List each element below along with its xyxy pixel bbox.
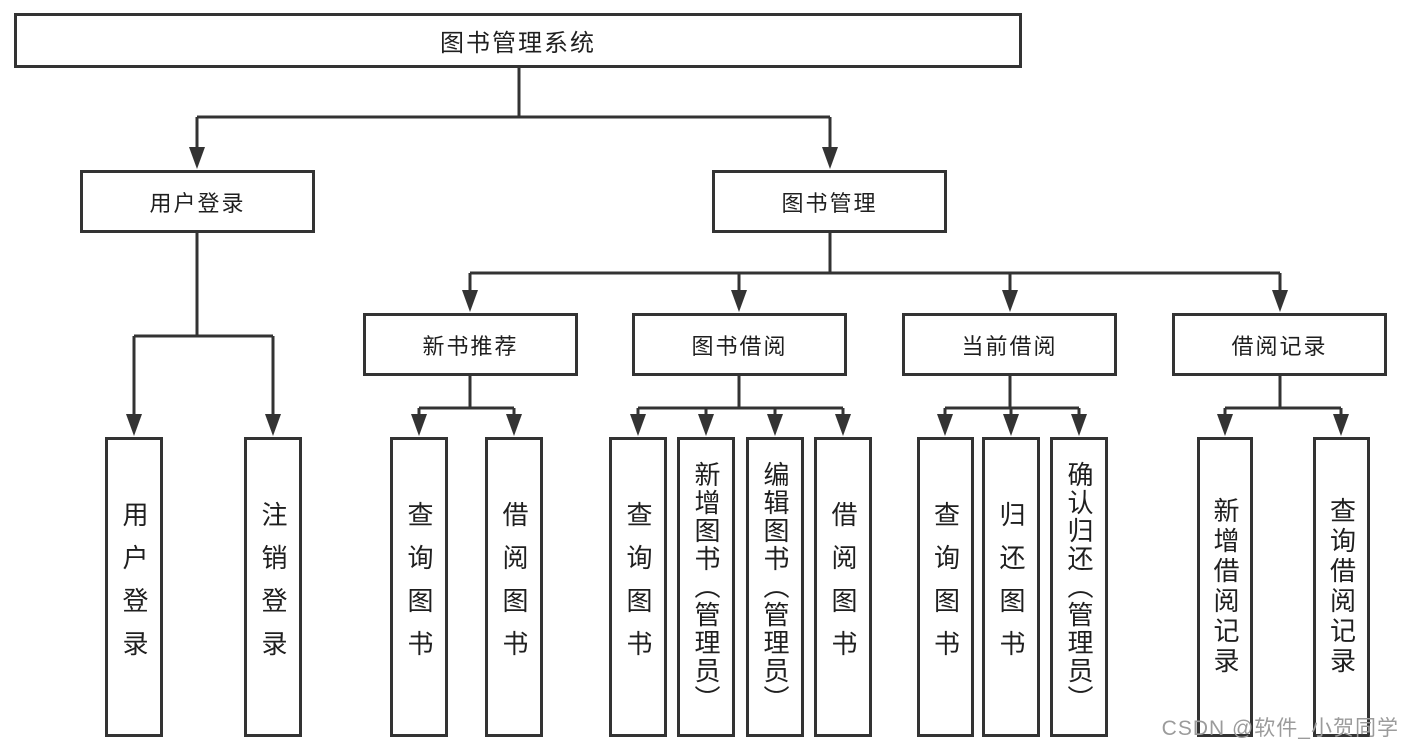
node-label: 注销登录	[258, 501, 288, 673]
node-label: 查询图书	[623, 501, 653, 673]
leaf-confirm-return-admin: 确认归还（管理员）	[1050, 437, 1108, 737]
node-label: 查询借阅记录	[1326, 497, 1357, 677]
node-label: 借阅记录	[1231, 333, 1328, 359]
node-label: 借阅图书	[828, 501, 858, 673]
node-label: 用户登录	[119, 501, 149, 673]
leaf-borrow-books-recommend: 借阅图书	[485, 437, 543, 737]
leaf-query-books-current: 查询图书	[917, 437, 974, 737]
node-label: 当前借阅	[961, 333, 1058, 359]
leaf-query-books-borrow: 查询图书	[609, 437, 667, 737]
leaf-logout: 注销登录	[244, 437, 302, 737]
node-label: 查询图书	[930, 501, 961, 673]
node-library-system: 图书管理系统	[14, 13, 1022, 68]
leaf-edit-book-admin: 编辑图书（管理员）	[746, 437, 804, 737]
leaf-user-login: 用户登录	[105, 437, 163, 737]
leaf-add-borrow-record: 新增借阅记录	[1197, 437, 1253, 737]
node-new-book-recommend: 新书推荐	[363, 313, 578, 376]
node-current-borrow: 当前借阅	[902, 313, 1117, 376]
node-book-borrow: 图书借阅	[632, 313, 847, 376]
leaf-return-book: 归还图书	[982, 437, 1040, 737]
leaf-borrow-books: 借阅图书	[814, 437, 872, 737]
leaf-query-books-recommend: 查询图书	[390, 437, 448, 737]
node-label: 新增图书（管理员）	[691, 461, 721, 713]
node-label: 编辑图书（管理员）	[760, 461, 790, 713]
leaf-add-book-admin: 新增图书（管理员）	[677, 437, 735, 737]
node-label: 图书管理	[781, 190, 878, 216]
csdn-watermark: CSDN @软件_小贺同学	[1161, 717, 1399, 740]
node-label: 图书借阅	[691, 333, 788, 359]
node-label: 查询图书	[404, 501, 434, 673]
node-label: 图书管理系统	[440, 30, 596, 57]
node-label: 新增借阅记录	[1210, 497, 1240, 677]
node-book-management: 图书管理	[712, 170, 947, 233]
leaf-query-borrow-record: 查询借阅记录	[1313, 437, 1370, 737]
node-borrow-records: 借阅记录	[1172, 313, 1387, 376]
node-label: 借阅图书	[499, 501, 529, 673]
node-label: 确认归还（管理员）	[1064, 461, 1094, 713]
node-label: 新书推荐	[422, 333, 519, 359]
node-label: 归还图书	[996, 501, 1026, 673]
node-user-login: 用户登录	[80, 170, 315, 233]
node-label: 用户登录	[149, 190, 246, 216]
